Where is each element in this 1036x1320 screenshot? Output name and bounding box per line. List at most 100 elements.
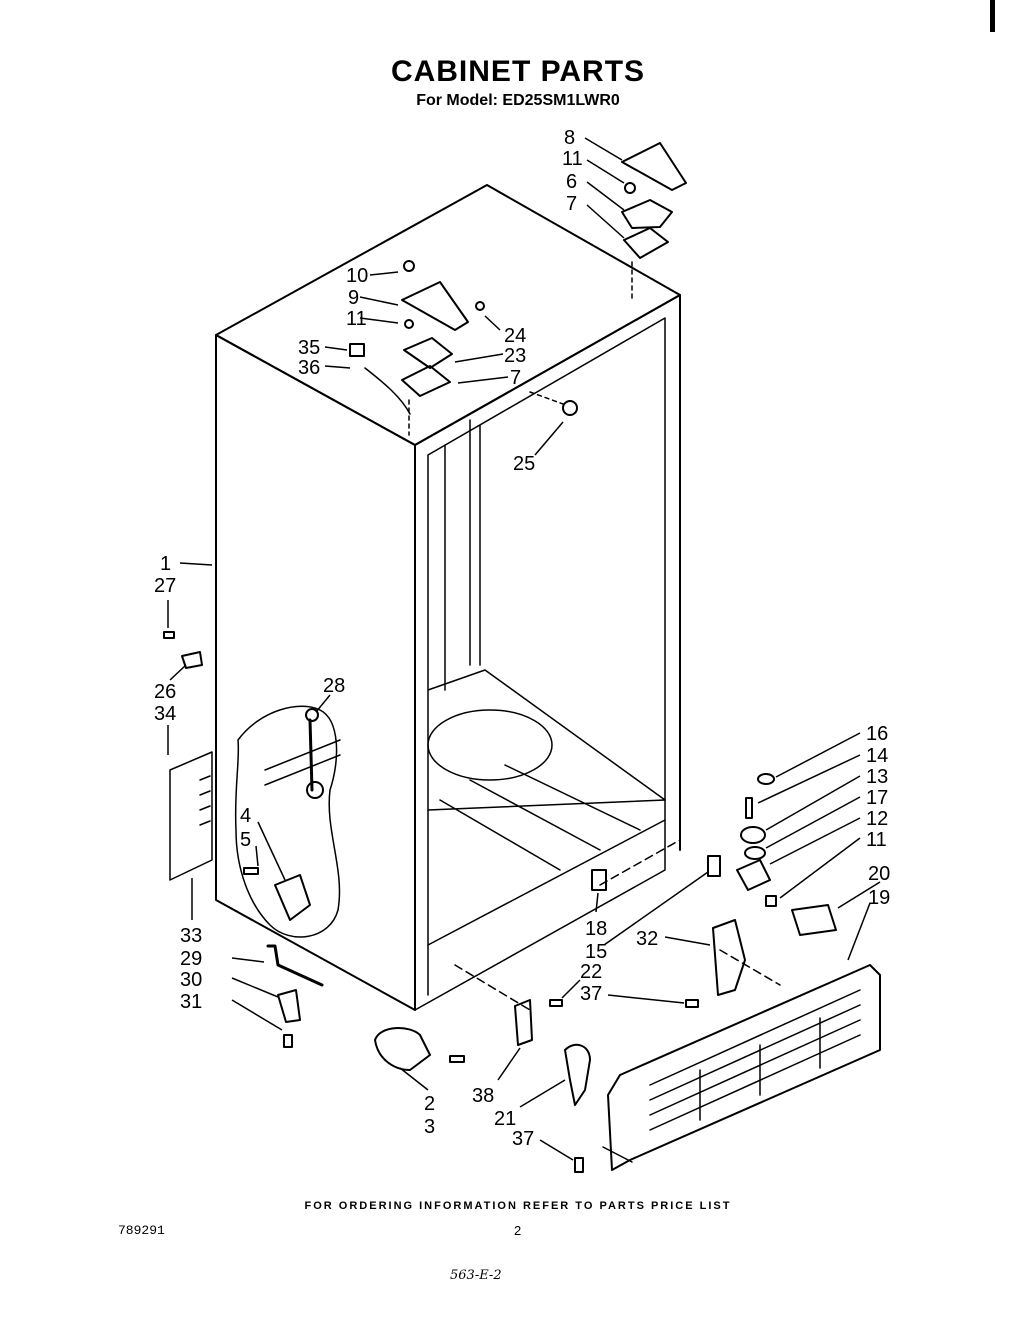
leader-4 bbox=[257, 821, 286, 881]
bushing bbox=[740, 826, 766, 844]
leader-37-mid bbox=[607, 994, 685, 1004]
page-number: 2 bbox=[514, 1223, 522, 1238]
leader-18 bbox=[595, 892, 599, 913]
axis-line-bottom bbox=[454, 964, 531, 1011]
cabinet-top-face bbox=[215, 184, 681, 446]
pin bbox=[745, 797, 753, 819]
callout-label: 13 bbox=[866, 766, 888, 788]
bottom-hinge-right bbox=[736, 859, 771, 891]
cam-block bbox=[274, 874, 311, 921]
side-bracket bbox=[169, 751, 213, 881]
callout-label: 16 bbox=[866, 723, 888, 745]
leader-24 bbox=[484, 315, 501, 331]
callout-label: 6 bbox=[566, 171, 577, 193]
leader-2 bbox=[399, 1067, 429, 1091]
callout-label: 11 bbox=[866, 829, 887, 851]
model-subtitle: For Model: ED25SM1LWR0 bbox=[416, 92, 620, 109]
screw-bottom-hinge bbox=[449, 1055, 465, 1063]
cabinet-bottom-edge bbox=[414, 799, 666, 1011]
callout-label: 11 bbox=[346, 308, 367, 330]
cutaway-rail bbox=[264, 739, 341, 786]
callout-label: 5 bbox=[240, 829, 251, 851]
side-bracket-slots bbox=[199, 775, 211, 826]
wire-connector bbox=[349, 343, 365, 357]
leader-15 bbox=[603, 871, 709, 946]
base-grille-vents bbox=[649, 989, 861, 1131]
side-rod-nut bbox=[306, 781, 324, 799]
leader-17 bbox=[765, 796, 861, 849]
callout-label: 8 bbox=[564, 127, 575, 149]
callout-label: 19 bbox=[868, 887, 890, 909]
callout-label: 17 bbox=[866, 787, 888, 809]
callout-label: 7 bbox=[510, 367, 521, 389]
callout-label: 30 bbox=[180, 969, 202, 991]
callout-label: 27 bbox=[154, 575, 176, 597]
leader-37-bottom bbox=[539, 1139, 574, 1161]
leveler bbox=[791, 904, 837, 936]
side-rod-top bbox=[305, 708, 319, 722]
leader-10 bbox=[369, 271, 399, 276]
leader-29 bbox=[231, 957, 265, 963]
leader-9 bbox=[359, 296, 399, 306]
grille-leader bbox=[602, 1146, 633, 1163]
leader-1 bbox=[179, 562, 213, 566]
cabinet-inner-frame bbox=[427, 317, 666, 996]
leader-14 bbox=[757, 754, 861, 804]
screw-cam bbox=[243, 867, 259, 875]
leader-32 bbox=[664, 936, 711, 946]
screw-left-top bbox=[403, 260, 415, 272]
callout-label: 18 bbox=[585, 918, 607, 940]
side-cutaway-outline bbox=[234, 705, 341, 938]
callout-label: 34 bbox=[154, 703, 176, 725]
leader-6 bbox=[586, 181, 625, 211]
screw-side bbox=[163, 631, 175, 639]
clamp bbox=[277, 989, 301, 1023]
leader-26 bbox=[169, 664, 187, 681]
callout-label: 12 bbox=[866, 808, 888, 830]
callout-label: 22 bbox=[580, 961, 602, 983]
ordering-info-note: FOR ORDERING INFORMATION REFER TO PARTS … bbox=[304, 1200, 732, 1212]
leader-11-right bbox=[779, 837, 861, 899]
leader-7-top bbox=[586, 204, 625, 239]
cabinet-front-frame bbox=[414, 294, 681, 851]
callout-label: 14 bbox=[866, 745, 888, 767]
screw-37 bbox=[685, 999, 699, 1008]
callout-label: 25 bbox=[513, 453, 535, 475]
callout-label: 28 bbox=[323, 675, 345, 697]
callout-label: 23 bbox=[504, 345, 526, 367]
handwritten-note: 563-E-2 bbox=[450, 1268, 502, 1283]
leader-38 bbox=[497, 1047, 521, 1081]
wire-harness bbox=[364, 367, 411, 415]
callout-label: 37 bbox=[512, 1128, 534, 1150]
callout-label: 26 bbox=[154, 681, 176, 703]
side-clip bbox=[181, 651, 203, 669]
leader-11-left bbox=[359, 317, 399, 324]
door-cam bbox=[564, 1043, 591, 1106]
callout-label: 31 bbox=[180, 991, 202, 1013]
callout-label: 36 bbox=[298, 357, 320, 379]
leader-19 bbox=[847, 902, 871, 961]
leader-13 bbox=[765, 775, 861, 831]
leader-11-top bbox=[586, 159, 625, 184]
leader-30 bbox=[231, 977, 279, 998]
callout-label: 7 bbox=[566, 193, 577, 215]
side-rod bbox=[308, 718, 314, 792]
callout-label: 38 bbox=[472, 1085, 494, 1107]
cabinet-floor-lines bbox=[427, 669, 666, 946]
leader-31 bbox=[231, 999, 283, 1031]
bearing bbox=[744, 846, 766, 860]
shim-plate-left bbox=[591, 869, 607, 891]
document-code: 789291 bbox=[118, 1223, 165, 1238]
scan-edge-mark bbox=[990, 0, 995, 32]
leader-12 bbox=[769, 817, 861, 865]
callout-label: 35 bbox=[298, 337, 320, 359]
base-grille bbox=[607, 964, 881, 1171]
callout-label: 9 bbox=[348, 287, 359, 309]
callout-label: 29 bbox=[180, 948, 202, 970]
callout-label: 15 bbox=[585, 941, 607, 963]
callout-label: 33 bbox=[180, 925, 202, 947]
hinge-shim-right bbox=[623, 227, 669, 259]
cabinet-floor-duct bbox=[427, 709, 553, 781]
page-title: CABINET PARTS bbox=[390, 55, 646, 88]
